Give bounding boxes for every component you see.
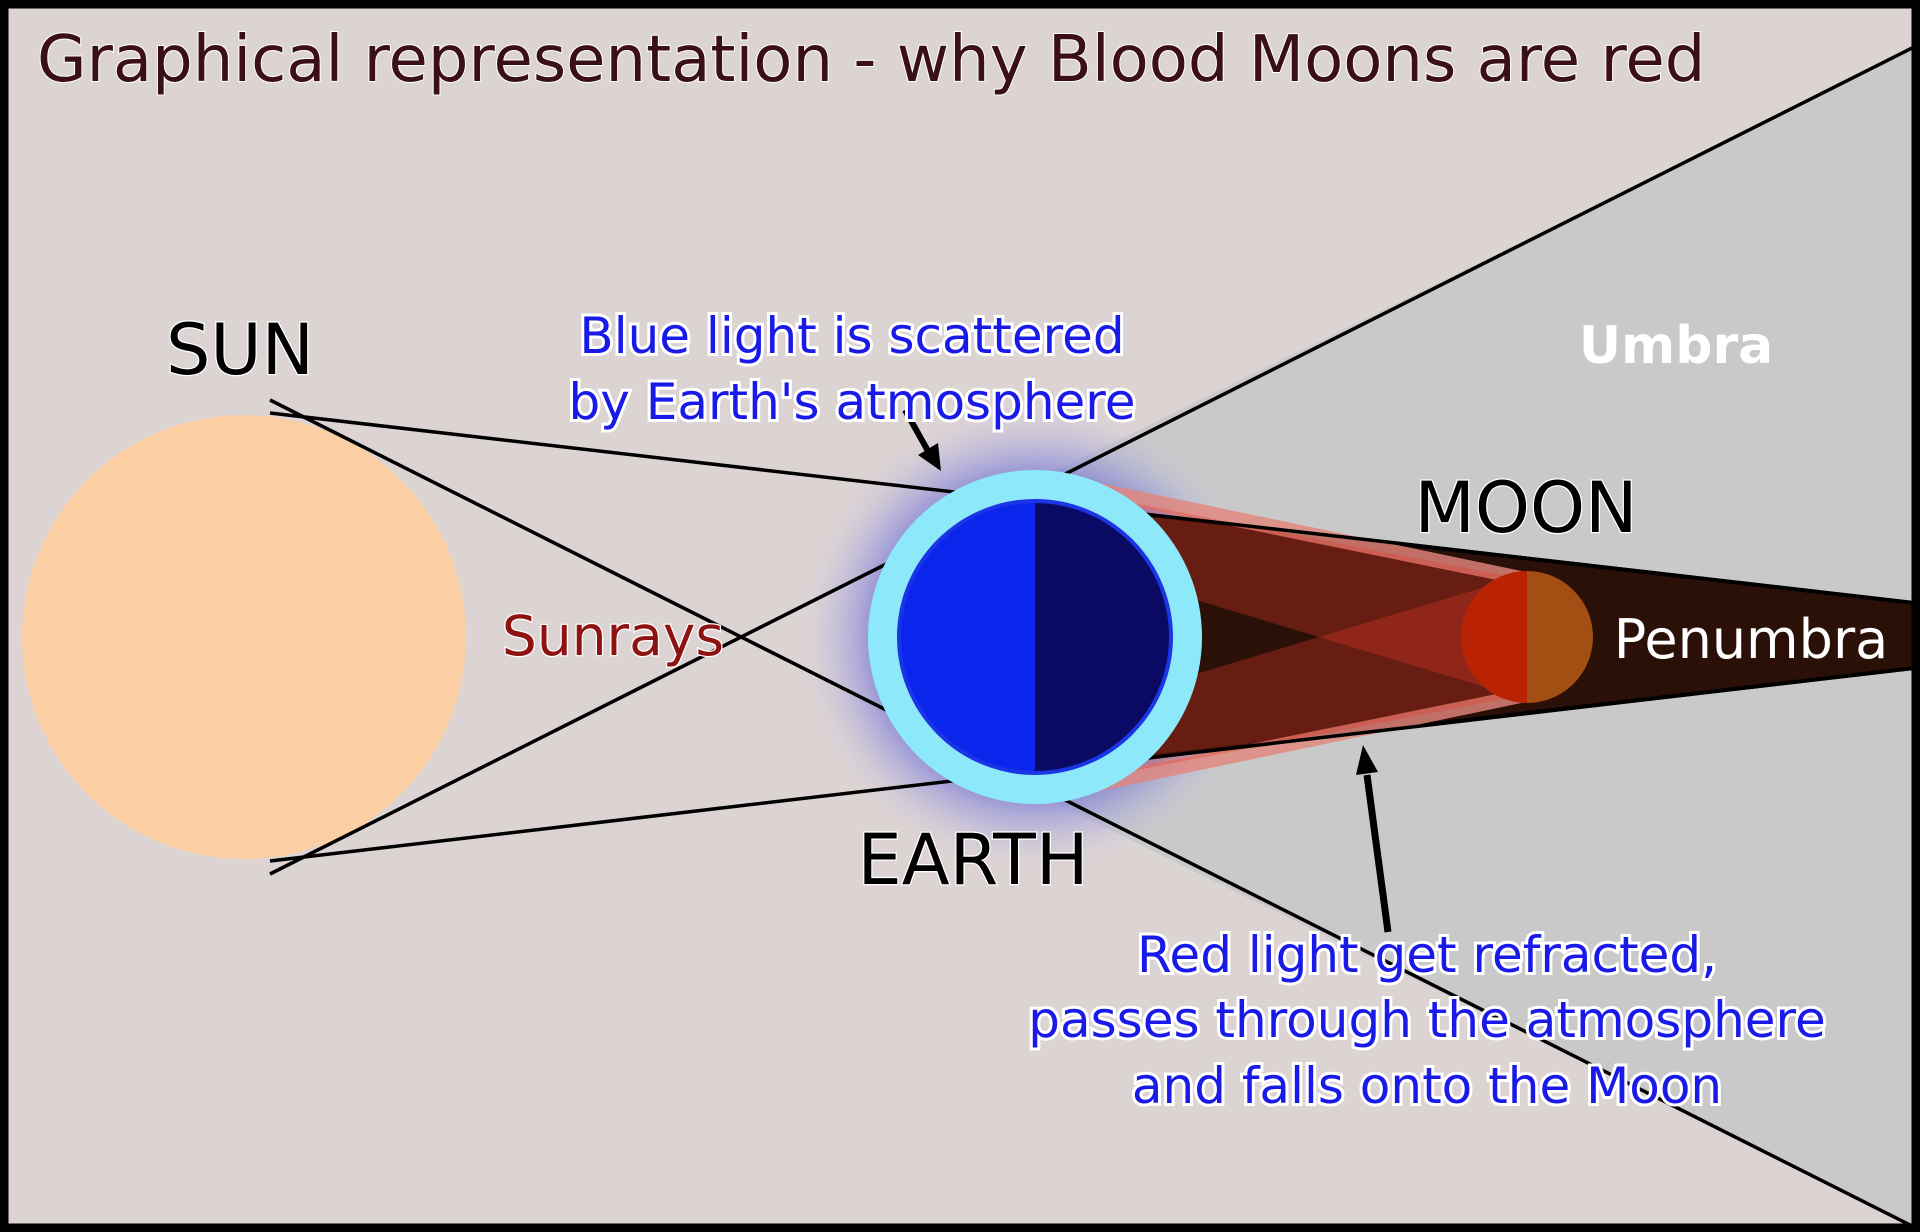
moon-half-brown [1527,571,1593,703]
red-refract-note-line-2: passes through the atmosphere [1028,991,1826,1049]
red-light-arrow-shaft [1363,774,1392,933]
moon-label: MOON [1415,467,1638,549]
earth-half-day [899,501,1035,773]
earth-half-night [1035,501,1171,773]
blue-light-arrow [902,408,941,471]
sun-label: SUN [166,309,314,391]
blue-scatter-note-line-1: Blue light is scattered [579,307,1124,365]
sunrays-label: Sunrays [502,604,724,668]
sun-circle [22,415,466,859]
blue-light-arrow-head [918,443,941,471]
red-light-arrow [1356,745,1392,933]
earth-label: EARTH [857,819,1088,901]
red-refract-note: Red light get refracted, passes through … [1025,923,1829,1118]
page-title: Graphical representation - why Blood Moo… [37,23,1705,97]
umbra-label: Umbra [1579,316,1773,376]
penumbra-label: Penumbra [1614,608,1888,671]
blue-scatter-note: Blue light is scattered by Earth's atmos… [566,304,1139,434]
blue-light-arrow-shaft [902,408,931,453]
sunray-line-top-inner [269,398,1919,1231]
sunray-line-bottom-inner [269,43,1919,876]
blue-scatter-note-line-2: by Earth's atmosphere [569,373,1136,431]
moon-half-red [1461,571,1527,703]
red-light-arrow-head [1356,745,1378,775]
red-refract-note-line-1: Red light get refracted, [1137,926,1717,984]
refracted-light-band-top [1038,470,1526,586]
red-refract-note-line-3: and falls onto the Moon [1132,1057,1722,1115]
refracted-light-band-bottom [1038,688,1526,804]
earth-rim [897,499,1173,775]
